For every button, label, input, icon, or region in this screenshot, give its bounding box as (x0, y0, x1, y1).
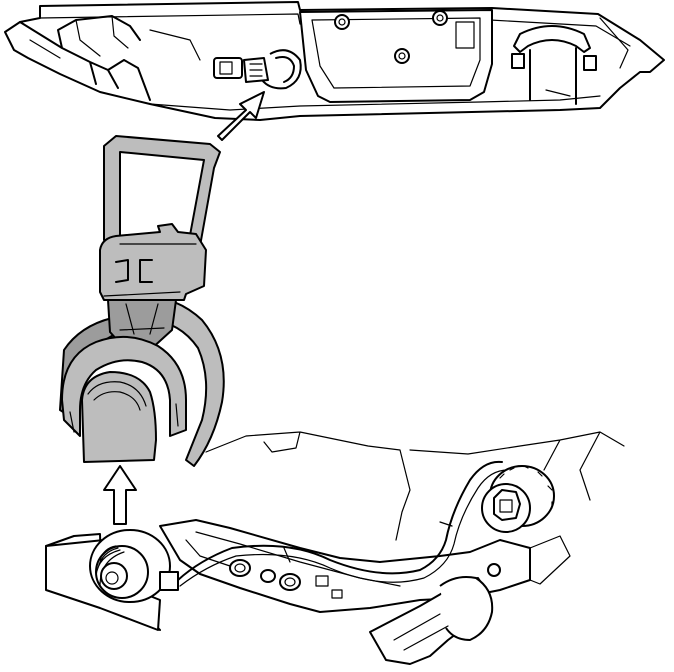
tab-notch-right-icon (139, 259, 153, 283)
connector-dome (61, 335, 187, 437)
housing-bottom-edge (149, 95, 601, 111)
dome-highlight (69, 403, 179, 433)
housing-connector-mount (213, 49, 302, 90)
upper-housing (4, 1, 665, 121)
wire-harness-2 (179, 469, 509, 587)
tab-edge (103, 243, 197, 297)
connector-round-body (119, 295, 225, 467)
housing-left-bracket (19, 15, 151, 101)
arrow-up-icon (103, 465, 137, 525)
wire-clip (283, 521, 453, 563)
connector-inner-arch (81, 371, 157, 463)
screw-icon (432, 10, 448, 26)
bracket-hole-icon (229, 559, 251, 577)
light-pipe-end (439, 576, 494, 641)
light-pipe-highlight (393, 613, 449, 651)
arch-rings (87, 381, 147, 411)
bracket-slot (315, 575, 329, 587)
housing-plate-inner (311, 17, 481, 89)
bracket-slot (331, 589, 343, 599)
housing-left-detail (29, 15, 201, 61)
arrow-up-right-icon (217, 91, 265, 141)
left-bulb-socket-icon (89, 529, 179, 603)
bracket-hole-icon (260, 569, 276, 583)
wire-harness (177, 460, 503, 581)
plate-slot (455, 21, 475, 49)
highlighted-connector (59, 135, 225, 467)
housing-right-socket (511, 17, 629, 105)
lower-lamp-assembly (45, 431, 625, 665)
stem-detail (119, 303, 165, 335)
background-trim-outline (205, 431, 625, 541)
right-bulb-socket-icon (481, 465, 555, 577)
screw-icon (334, 14, 350, 30)
tab-notch-left-icon (115, 259, 129, 283)
bracket-hole-icon (279, 573, 301, 591)
bracket-right-end (529, 535, 571, 585)
screw-icon (394, 48, 410, 64)
